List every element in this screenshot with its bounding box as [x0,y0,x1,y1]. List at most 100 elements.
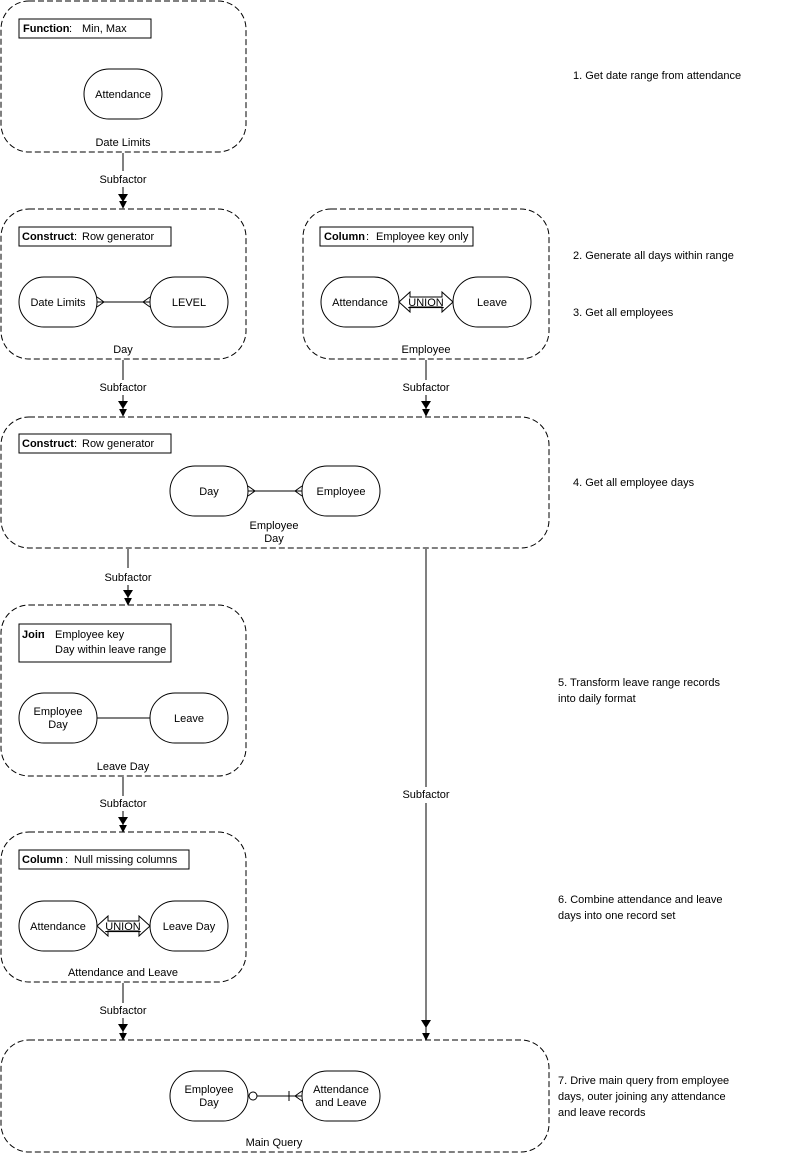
connector-leave-day-to-attendance-leave: Subfactor [99,777,147,833]
svg-text:Subfactor: Subfactor [99,1005,146,1017]
svg-text:Leave: Leave [477,297,507,309]
svg-text:Row generator: Row generator [82,231,154,243]
svg-text:Employee: Employee [34,706,83,718]
connector-employee-day-to-main-query: Subfactor [402,549,450,1041]
step-5-line1: 5. Transform leave range records [558,677,721,689]
svg-text::: : [65,854,68,866]
block-name: Day [113,344,133,356]
block-name-line2: Day [264,533,284,545]
employee-day-block: Construct : Row generator Day Employee E… [0,416,550,549]
svg-text:Day within leave range: Day within leave range [55,644,166,656]
svg-text::: : [366,231,369,243]
svg-text:Construct: Construct [22,438,74,450]
svg-text:UNION: UNION [105,921,141,933]
entity-leave-day: Leave Day [149,900,229,952]
entity-attendance: Attendance [18,900,98,952]
label-value: Min, Max [82,23,127,35]
connector-date-limits-to-day: Subfactor [99,153,147,209]
entity-attendance-and-leave: Attendance and Leave [301,1070,381,1122]
date-limits-block: Function : Min, Max Attendance Date Limi… [0,0,247,153]
step-7-line2: days, outer joining any attendance [558,1091,726,1103]
svg-text:LEVEL: LEVEL [172,297,206,309]
entity-attendance: Attendance [83,68,163,120]
attendance-leave-label-box: Column : Null missing columns [18,849,190,870]
entity-employee-day: Employee Day [18,692,98,744]
svg-text:Employee key: Employee key [55,629,125,641]
day-block: Construct : Row generator Date Limits LE… [0,208,247,360]
svg-text:Day: Day [199,1097,219,1109]
svg-text:Date Limits: Date Limits [30,297,86,309]
svg-text:Day: Day [48,719,68,731]
label-colon: : [69,23,72,35]
entity-employee-day: Employee Day [169,1070,249,1122]
svg-text:Subfactor: Subfactor [99,798,146,810]
svg-text:Row generator: Row generator [82,438,154,450]
outer-join-relationship [248,1090,303,1102]
svg-text:and Leave: and Leave [315,1097,366,1109]
svg-text:Construct: Construct [22,231,74,243]
block-name: Main Query [246,1137,303,1149]
svg-text:Column: Column [22,854,63,866]
crows-foot-relationship [96,296,151,308]
block-name: Attendance and Leave [68,967,178,979]
svg-text:Join: Join [22,629,45,641]
connector-employee-to-employee-day: Subfactor [402,360,450,417]
step-4: 4. Get all employee days [573,477,695,489]
svg-text:Subfactor: Subfactor [402,789,449,801]
entity-level: LEVEL [149,276,229,328]
svg-text::: : [74,438,77,450]
svg-text:Attendance: Attendance [313,1084,369,1096]
svg-text:Subfactor: Subfactor [99,382,146,394]
svg-text::: : [42,629,45,641]
svg-text:Employee key only: Employee key only [376,231,469,243]
step-6-line1: 6. Combine attendance and leave [558,894,723,906]
block-name: Leave Day [97,761,150,773]
step-7-line1: 7. Drive main query from employee [558,1075,729,1087]
step-2: 2. Generate all days within range [573,250,734,262]
date-limits-label-box: Function : Min, Max [18,18,152,39]
svg-text:Column: Column [324,231,365,243]
step-5-line2: into daily format [558,693,636,705]
svg-text:Employee: Employee [185,1084,234,1096]
entity-attendance: Attendance [320,276,400,328]
entity-leave: Leave [452,276,532,328]
block-name-line1: Employee [250,520,299,532]
entity-leave: Leave [149,692,229,744]
svg-text:UNION: UNION [408,297,444,309]
employee-day-label-box: Construct : Row generator [18,433,172,454]
step-3: 3. Get all employees [573,307,674,319]
svg-text:Leave Day: Leave Day [163,921,216,933]
entity-employee: Employee [301,465,381,517]
leave-day-label-box: Join : Employee key Day within leave ran… [18,623,172,663]
step-1: 1. Get date range from attendance [573,70,741,82]
step-7-line3: and leave records [558,1107,646,1119]
step-descriptions: 1. Get date range from attendance 2. Gen… [558,70,741,1119]
svg-text:Employee: Employee [317,486,366,498]
entity-date-limits: Date Limits [18,276,98,328]
main-query-block: Employee Day Attendance and Leave Main Q… [0,1039,550,1153]
union-arrow: UNION [96,914,151,938]
label-key: Function [23,23,70,35]
crows-foot-relationship [247,485,303,497]
attendance-leave-block: Column : Null missing columns Attendance… [0,831,247,983]
day-label-box: Construct : Row generator [18,226,172,247]
block-name: Employee [402,344,451,356]
connector-attendance-leave-to-main-query: Subfactor [99,983,147,1041]
connector-day-to-employee-day: Subfactor [99,360,147,417]
svg-text:Leave: Leave [174,713,204,725]
svg-text:Subfactor: Subfactor [104,572,151,584]
step-6-line2: days into one record set [558,910,675,922]
leave-day-block: Join : Employee key Day within leave ran… [0,604,247,777]
entity-day: Day [169,465,249,517]
svg-text:Day: Day [199,486,219,498]
connector-employee-day-to-leave-day: Subfactor [104,549,152,606]
employee-label-box: Column : Employee key only [319,226,474,247]
svg-text:Attendance: Attendance [332,297,388,309]
block-name: Date Limits [95,137,151,149]
svg-text::: : [74,231,77,243]
svg-text:Attendance: Attendance [30,921,86,933]
svg-text:Attendance: Attendance [95,89,151,101]
svg-text:Null missing columns: Null missing columns [74,854,178,866]
employee-block: Column : Employee key only Attendance Le… [302,208,550,360]
